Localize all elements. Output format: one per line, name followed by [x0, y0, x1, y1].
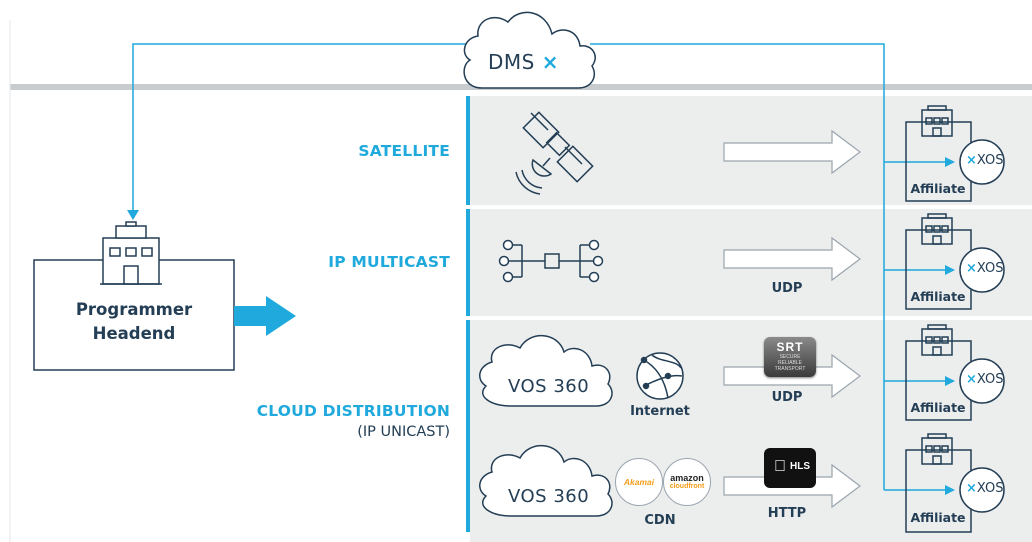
arrowhead-headend — [127, 210, 139, 220]
vos-cloud-icon-1 — [479, 334, 613, 407]
protocol-internet: UDP — [771, 390, 803, 405]
branch-head-3 — [945, 376, 955, 386]
amazon-logo: amazon cloudfront — [663, 458, 711, 506]
multicast-icon — [498, 239, 604, 283]
bar-cloud — [466, 320, 470, 532]
xos-circle-1 — [959, 139, 1005, 185]
satellite-icon — [515, 111, 594, 195]
xos-circle-3 — [959, 358, 1005, 404]
vos-label-2: VOS 360 — [508, 486, 590, 507]
dms-cloud-icon — [463, 11, 596, 89]
srt-sub-3: TRANSPORT — [774, 366, 806, 372]
branch-head-1 — [945, 157, 955, 167]
xos-label-4: ×XOS — [966, 481, 1004, 496]
vos-label-1: VOS 360 — [508, 376, 590, 397]
srt-sub-2: RELIABLE — [778, 360, 802, 366]
affiliate-label-3: Affiliate — [910, 400, 966, 415]
route-label-satellite: SATELLITE — [358, 142, 450, 160]
affiliate-label-4: Affiliate — [910, 510, 966, 525]
flow-arrow-satellite — [723, 129, 861, 175]
route-label-cloud: CLOUD DISTRIBUTION — [256, 402, 450, 420]
flow-arrow-multicast — [723, 236, 861, 282]
affiliate-label-1: Affiliate — [910, 181, 966, 196]
dms-x-mark: × — [541, 50, 559, 74]
dms-logo: DMS × — [488, 50, 559, 74]
branch-head-4 — [945, 485, 955, 495]
xos-circle-2 — [959, 247, 1005, 293]
hls-text: HLS — [790, 461, 810, 472]
hls-badge:  HLS — [764, 448, 816, 488]
line-dms-to-affiliates — [590, 43, 885, 490]
internet-label: Internet — [630, 404, 690, 419]
bar-multicast — [466, 209, 470, 316]
xos-label-1: ×XOS — [966, 153, 1004, 168]
protocol-cdn: HTTP — [767, 506, 807, 521]
xos-label-3: ×XOS — [966, 372, 1004, 387]
xos-circle-4 — [959, 467, 1005, 513]
xos-label-2: ×XOS — [966, 261, 1004, 276]
srt-sub-1: SECURE — [779, 354, 801, 360]
cdn-label: CDN — [644, 513, 676, 528]
branch-head-2 — [945, 265, 955, 275]
globe-icon — [636, 352, 684, 400]
akamai-logo: Akamai — [615, 458, 663, 506]
bar-satellite — [466, 96, 470, 205]
headend-output-arrow — [234, 296, 296, 336]
route-label-cloud-sub: (IP UNICAST) — [357, 424, 450, 440]
apple-icon:  — [774, 458, 786, 476]
vos-cloud-icon-2 — [479, 444, 613, 517]
headend-label: Programmer Headend — [34, 298, 234, 346]
affiliate-label-2: Affiliate — [910, 289, 966, 304]
srt-title: SRT — [776, 340, 804, 354]
srt-badge: SRT SECURE RELIABLE TRANSPORT — [764, 337, 816, 377]
amazon-wordmark: amazon — [670, 473, 704, 483]
headend-building-icon — [100, 221, 162, 285]
dms-text: DMS — [488, 50, 535, 74]
headend-line-1: Programmer — [75, 300, 193, 319]
headend-line-2: Headend — [92, 324, 176, 343]
line-dms-to-headend — [132, 43, 468, 212]
route-label-multicast: IP MULTICAST — [328, 253, 450, 271]
protocol-multicast: UDP — [771, 281, 803, 296]
amazon-sub: cloudfront — [669, 483, 705, 490]
